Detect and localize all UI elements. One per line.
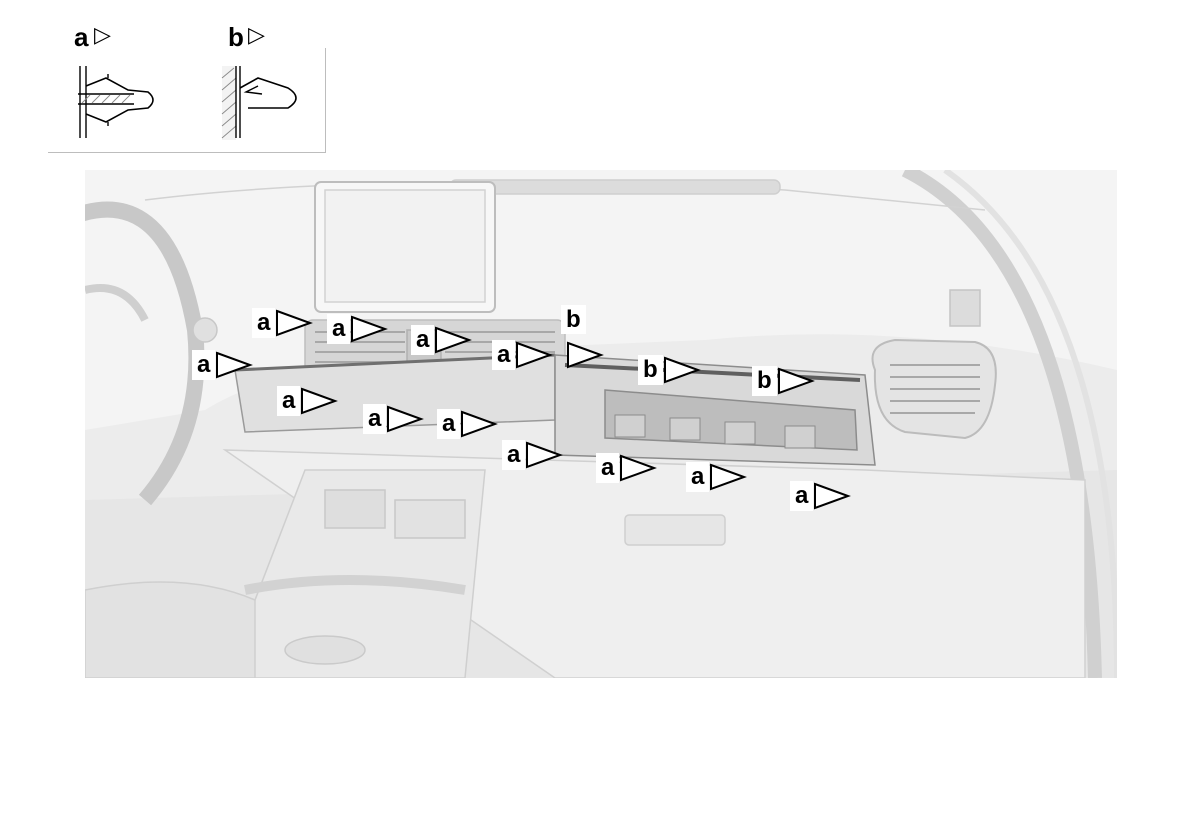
callout-a-12: a bbox=[790, 481, 852, 511]
push-clip-icon bbox=[78, 66, 154, 138]
triangle-pointer-icon bbox=[620, 454, 658, 482]
legend-marker-a: ▷ bbox=[94, 22, 111, 47]
triangle-pointer-icon bbox=[516, 341, 554, 369]
triangle-pointer-icon bbox=[435, 326, 473, 354]
triangle-pointer-icon bbox=[526, 441, 564, 469]
legend-label-a: a bbox=[74, 22, 89, 52]
callout-letter: a bbox=[437, 409, 461, 439]
callout-letter: a bbox=[192, 350, 216, 380]
callout-a-1: a bbox=[252, 308, 314, 338]
triangle-pointer-icon bbox=[461, 410, 499, 438]
legend-label-b: b bbox=[228, 22, 244, 52]
callout-letter: a bbox=[492, 340, 516, 370]
callout-a-6: a bbox=[277, 386, 339, 416]
callout-a-9: a bbox=[502, 440, 564, 470]
triangle-pointer-icon bbox=[301, 387, 339, 415]
callout-a-5: a bbox=[192, 350, 254, 380]
legend-marker-b: ▷ bbox=[248, 22, 265, 47]
callout-a-7: a bbox=[363, 404, 425, 434]
callout-letter: b bbox=[638, 355, 663, 385]
triangle-pointer-icon bbox=[777, 367, 815, 395]
callout-letter: a bbox=[596, 453, 620, 483]
clip-legend: a ▷ b ▷ bbox=[48, 24, 326, 153]
callout-letter: a bbox=[790, 481, 814, 511]
callout-letter: a bbox=[686, 462, 710, 492]
callout-letter: a bbox=[252, 308, 276, 338]
triangle-pointer-icon bbox=[663, 356, 701, 384]
callout-a-11: a bbox=[686, 462, 748, 492]
callout-a-8: a bbox=[437, 409, 499, 439]
callout-letter: a bbox=[363, 404, 387, 434]
dashboard-illustration bbox=[85, 170, 1117, 678]
callout-letter: a bbox=[327, 314, 351, 344]
hook-clip-icon bbox=[221, 66, 297, 140]
triangle-pointer-icon bbox=[351, 315, 389, 343]
triangle-pointer-icon bbox=[710, 463, 748, 491]
callout-a-4: a bbox=[492, 340, 554, 370]
callout-letter: a bbox=[411, 325, 435, 355]
triangle-pointer-icon bbox=[814, 482, 852, 510]
callout-letter: b bbox=[752, 366, 777, 396]
callout-a-2: a bbox=[327, 314, 389, 344]
callout-a-3: a bbox=[411, 325, 473, 355]
callout-letter: a bbox=[502, 440, 526, 470]
triangle-pointer-icon bbox=[387, 405, 425, 433]
triangle-pointer-icon bbox=[216, 351, 254, 379]
callout-b-1-letter: b bbox=[561, 305, 586, 335]
triangle-pointer-icon bbox=[276, 309, 314, 337]
callout-a-10: a bbox=[596, 453, 658, 483]
callout-b-2: b bbox=[638, 355, 701, 385]
callout-letter: a bbox=[277, 386, 301, 416]
callout-b-3: b bbox=[752, 366, 815, 396]
triangle-pointer-icon bbox=[567, 341, 604, 369]
